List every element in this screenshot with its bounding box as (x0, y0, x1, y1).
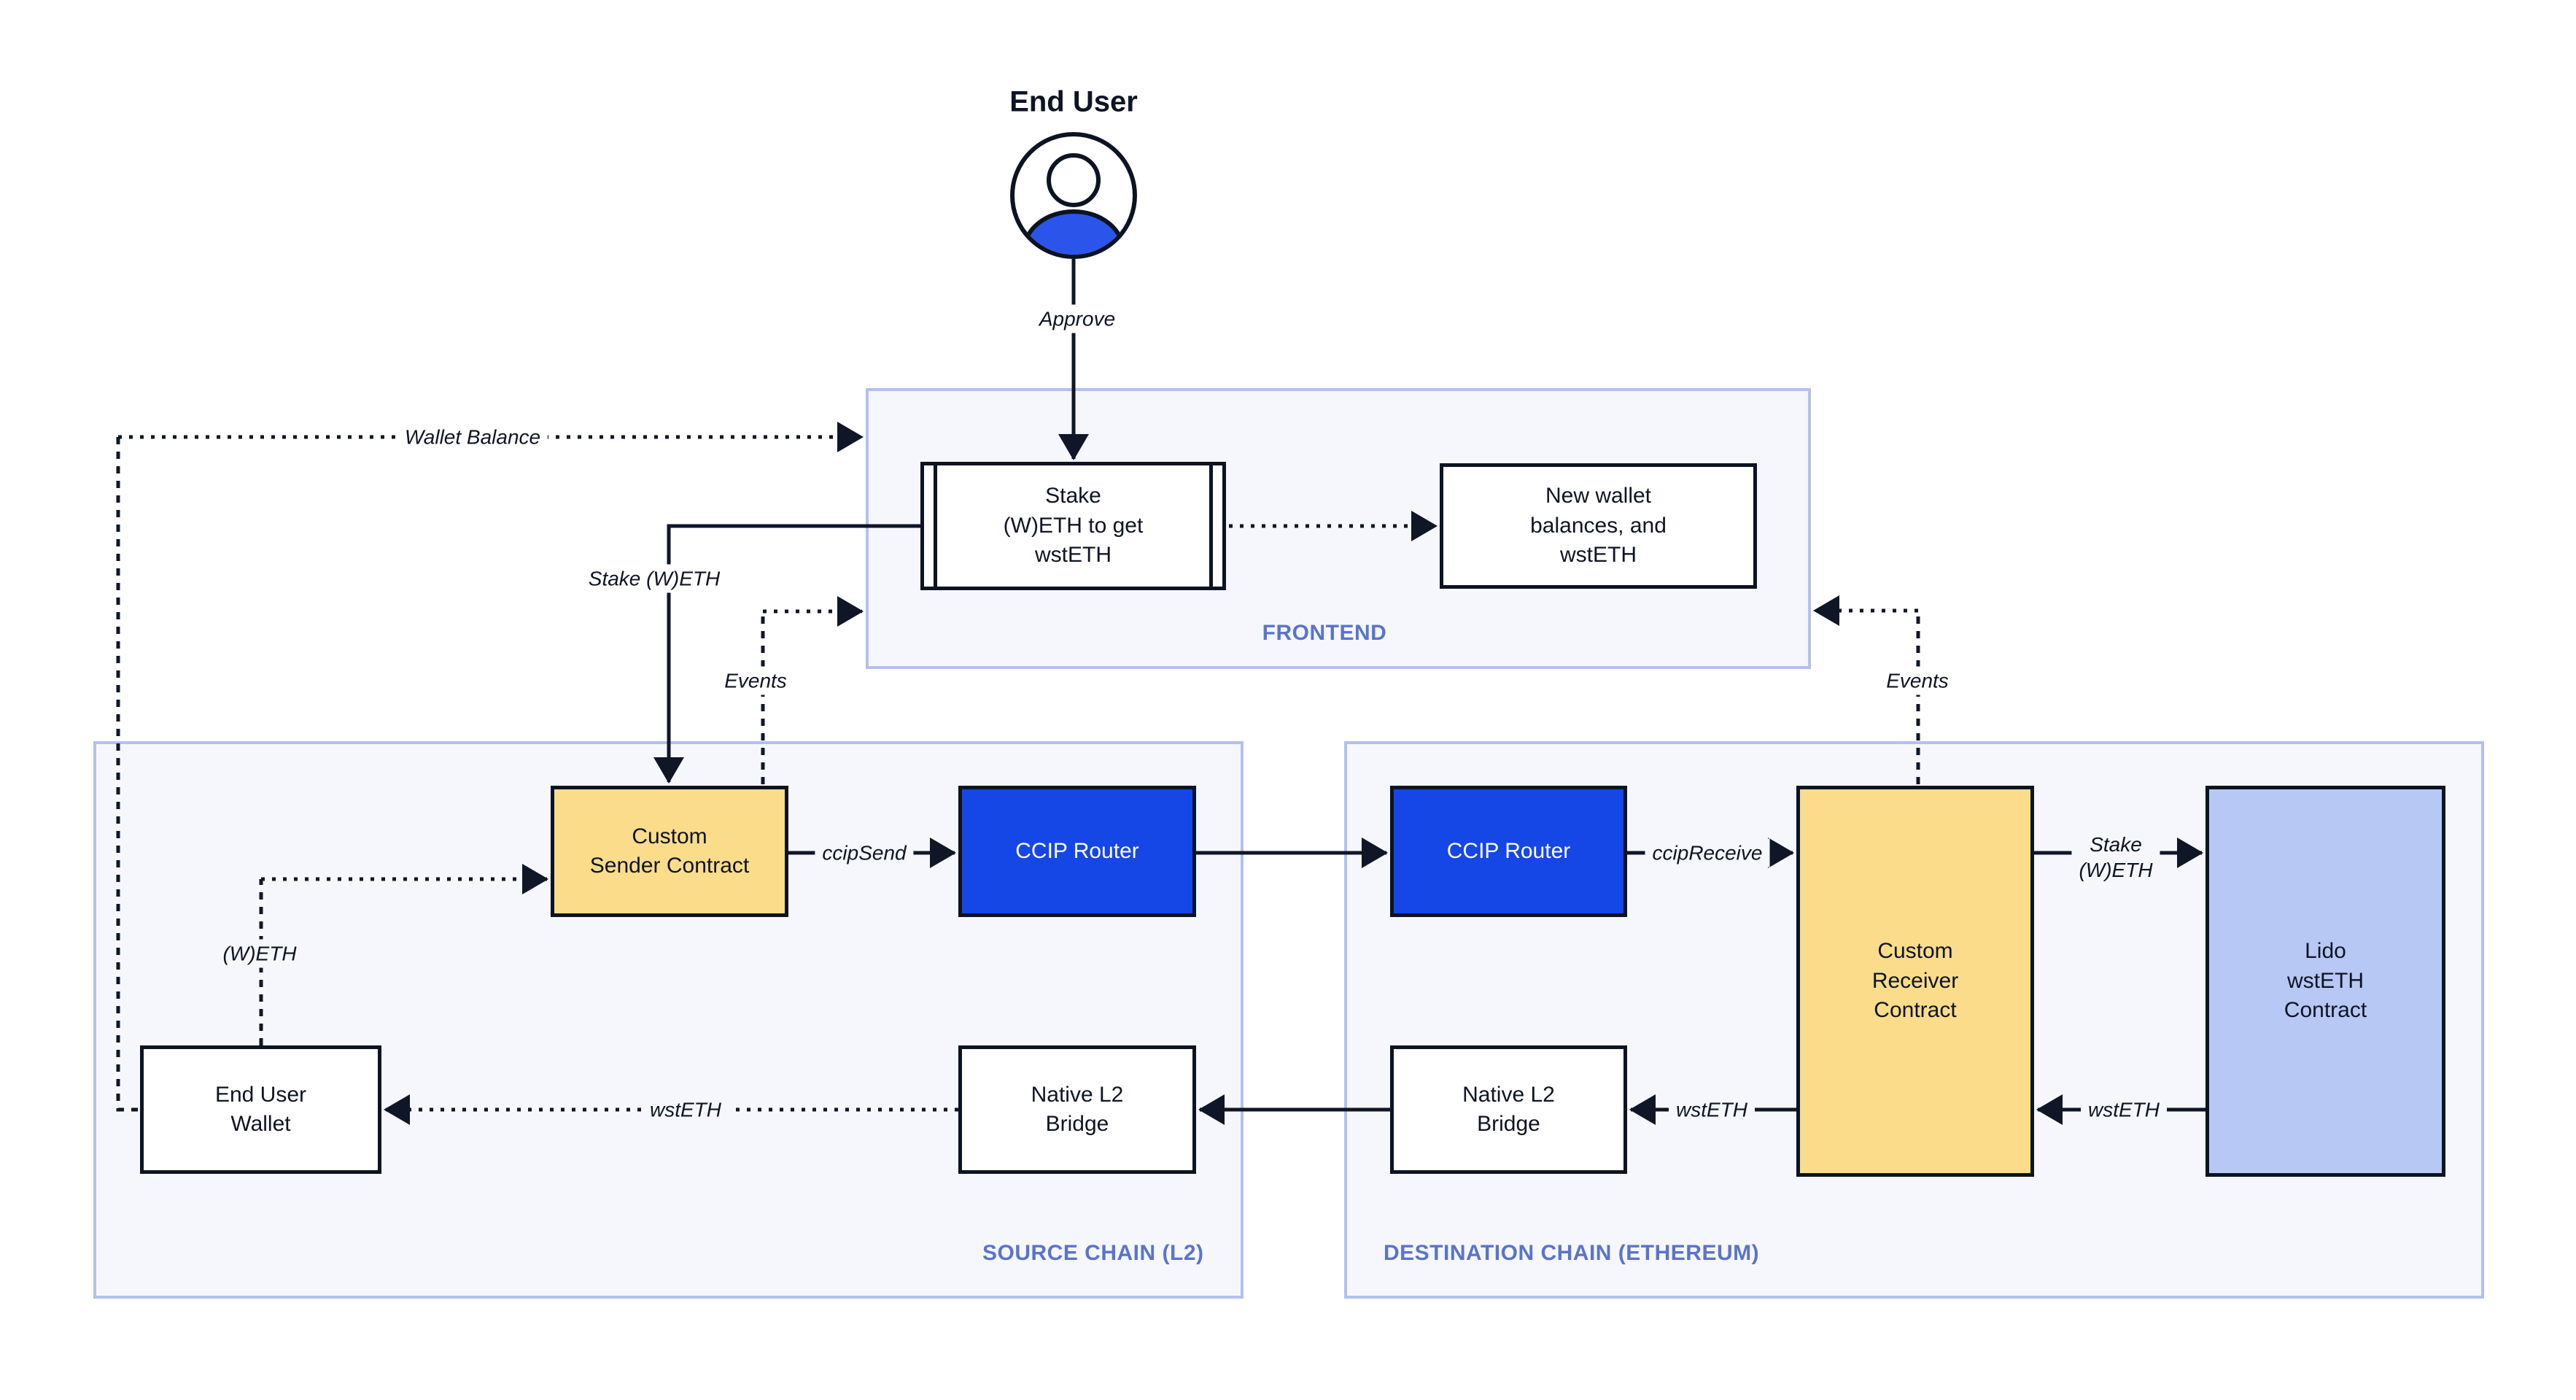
native-l2-bridge-source-label: Native L2 Bridge (1031, 1082, 1124, 1137)
stake-weth-label: Stake (W)ETH (581, 564, 728, 593)
new-wallet-box-label: New wallet balances, and wstETH (1530, 484, 1667, 568)
ccip-router-source: CCIP Router (958, 786, 1196, 917)
source-chain-label: SOURCE CHAIN (L2) (982, 1241, 1204, 1265)
events-sender-label: Events (717, 666, 794, 695)
end-user-title: End User (1009, 85, 1138, 118)
end-user-wallet: End User Wallet (140, 1045, 381, 1174)
edge-wallet-balance-vertical (116, 437, 138, 1112)
lido-wsteth-contract: Lido wstETH Contract (2205, 786, 2445, 1177)
weth-label: (W)ETH (215, 939, 304, 968)
approve-label: Approve (1031, 304, 1123, 333)
edge-stake-weth (653, 524, 920, 784)
stake-box-inner-line-right (1209, 465, 1213, 587)
ccipreceive-label: ccipReceive (1645, 838, 1770, 867)
native-l2-bridge-destination: Native L2 Bridge (1390, 1045, 1627, 1174)
native-l2-bridge-destination-label: Native L2 Bridge (1462, 1082, 1555, 1137)
ccip-router-source-label: CCIP Router (1015, 838, 1139, 863)
custom-receiver-contract: Custom Receiver Contract (1796, 786, 2034, 1177)
end-user-wallet-label: End User Wallet (214, 1082, 307, 1137)
stake-box: Stake (W)ETH to get wstETH (920, 462, 1226, 590)
wsteth-receiver-bridge-label: wstETH (1669, 1095, 1755, 1124)
stake-weth-dest-label: Stake (W)ETH (2071, 830, 2160, 884)
custom-sender-label: Custom Sender Contract (589, 824, 750, 878)
frontend-label: FRONTEND (1262, 621, 1387, 645)
lido-wsteth-label: Lido wstETH Contract (2284, 939, 2367, 1023)
ccip-router-destination: CCIP Router (1390, 786, 1627, 917)
wallet-balance-label: Wallet Balance (397, 422, 548, 452)
stake-box-inner-line-left (934, 465, 937, 587)
destination-chain-label: DESTINATION CHAIN (ETHEREUM) (1384, 1241, 1760, 1265)
wsteth-bridge-wallet-label: wstETH (643, 1095, 729, 1124)
custom-sender-contract: Custom Sender Contract (551, 786, 788, 917)
new-wallet-box: New wallet balances, and wstETH (1440, 463, 1757, 589)
stake-box-label: Stake (W)ETH to get wstETH (1003, 484, 1144, 568)
ccipsend-label: ccipSend (815, 838, 914, 867)
events-receiver-label: Events (1879, 666, 1956, 695)
ccip-router-destination-label: CCIP Router (1446, 838, 1571, 863)
custom-receiver-label: Custom Receiver Contract (1871, 939, 1959, 1023)
native-l2-bridge-source: Native L2 Bridge (958, 1045, 1196, 1174)
wsteth-lido-label: wstETH (2081, 1095, 2167, 1124)
